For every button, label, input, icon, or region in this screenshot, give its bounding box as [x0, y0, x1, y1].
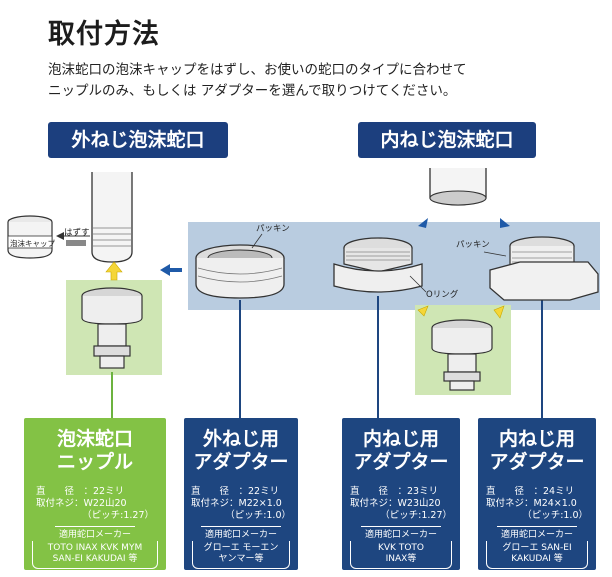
oring-label: Oリング: [426, 290, 459, 300]
makers-list: TOTO INAX KVK MYM SAN-EI KAKUDAI 等: [32, 541, 158, 569]
spec-diameter: 直 径 ：22ミリ: [191, 486, 280, 497]
card-inner-thread-adapter-23: 内ねじ用 アダプター 直 径 ：23ミリ 取付ネジ：W23山20 （ピッチ:1.…: [342, 418, 460, 570]
intro-text: 泡沫蛇口の泡沫キャップをはずし、お使いの蛇口のタイプに合わせて ニップルのみ、も…: [48, 60, 467, 102]
outer-thread-faucet-icon: [91, 172, 133, 263]
section-label-inner-thread: 内ねじ泡沫蛇口: [358, 122, 536, 158]
yellow-arrow-icon-2: [493, 305, 505, 319]
card-name-line-2: アダプター: [489, 451, 585, 473]
inner-thread-faucet-icon: [429, 168, 487, 206]
card-specs: 直 径 ：23ミリ 取付ネジ：W23山20 （ピッチ:1.27）: [350, 486, 452, 522]
makers-list: KVK TOTO INAX等: [350, 541, 452, 569]
makers-label: 適用蛇口メーカー: [496, 526, 577, 540]
makers-line-1: グローエ モーエン: [203, 543, 279, 553]
diagonal-arrow-icon-1: [418, 218, 428, 228]
foam-nipple-icon: [81, 287, 143, 369]
card-name-line-2: ニップル: [56, 451, 133, 473]
makers-line-2: ヤンマー等: [218, 554, 264, 564]
card-name: 内ねじ用 アダプター: [478, 428, 596, 474]
card-name-line-1: 内ねじ用: [498, 428, 575, 450]
page-title: 取付方法: [48, 19, 160, 50]
card-specs: 直 径 ：24ミリ 取付ネジ：M24×1.0 （ピッチ:1.0）: [486, 486, 588, 522]
makers-line-1: KVK TOTO: [378, 543, 424, 553]
card-specs: 直 径 ：22ミリ 取付ネジ：M22×1.0 （ピッチ:1.0）: [191, 486, 291, 522]
card-name-line-1: 内ねじ用: [362, 428, 439, 450]
foam-cap-label: 泡沫キャップ: [10, 239, 55, 248]
card-name-line-2: アダプター: [353, 451, 449, 473]
intro-line-2: ニップルのみ、もしくは アダプターを選んで取りつけてください。: [48, 83, 457, 99]
foam-nipple-icon-2: [431, 319, 493, 391]
packing-pointer-line: [251, 233, 263, 249]
oring-pointer-line: [409, 275, 427, 293]
spec-pitch: （ピッチ:1.27）: [82, 510, 154, 521]
card-inner-thread-adapter-24: 内ねじ用 アダプター 直 径 ：24ミリ 取付ネジ：M24×1.0 （ピッチ:1…: [478, 418, 596, 570]
card-name-line-1: 泡沫蛇口: [56, 428, 133, 450]
section-label-outer-thread: 外ねじ泡沫蛇口: [48, 122, 228, 158]
card-specs: 直 径 ：22ミリ 取付ネジ：W22山20 （ピッチ:1.27）: [36, 486, 154, 522]
makers-line-1: TOTO INAX KVK MYM: [47, 543, 143, 553]
card-name: 内ねじ用 アダプター: [342, 428, 460, 474]
packing-label: パッキン: [256, 224, 290, 234]
remove-arrow-icon: [56, 232, 90, 246]
spec-thread: 取付ネジ：M24×1.0: [486, 498, 577, 509]
spec-diameter: 直 径 ：22ミリ: [36, 486, 125, 497]
makers-line-2: KAKUDAI 等: [511, 554, 563, 564]
card-name-line-2: アダプター: [193, 451, 289, 473]
card-name: 外ねじ用 アダプター: [184, 428, 298, 474]
makers-label: 適用蛇口メーカー: [200, 526, 281, 540]
packing-label-2: パッキン: [456, 240, 490, 250]
makers-label: 適用蛇口メーカー: [360, 526, 441, 540]
makers-line-2: INAX等: [385, 554, 417, 564]
card-name: 泡沫蛇口 ニップル: [24, 428, 166, 474]
outer-thread-adapter-icon: [195, 244, 285, 299]
spec-pitch: （ピッチ:1.27）: [380, 510, 452, 521]
foam-cap-icon: [7, 215, 53, 259]
inner-thread-adapter-square-icon: [489, 236, 599, 301]
spec-pitch: （ピッチ:1.0）: [522, 510, 588, 521]
card-foam-nipple: 泡沫蛇口 ニップル 直 径 ：22ミリ 取付ネジ：W22山20 （ピッチ:1.2…: [24, 418, 166, 570]
makers-line-1: グローエ SAN-EI: [502, 543, 572, 553]
inner-thread-adapter-oring-icon: [333, 237, 423, 293]
card-name-line-1: 外ねじ用: [202, 428, 279, 450]
spec-thread: 取付ネジ：W23山20: [350, 498, 441, 509]
spec-diameter: 直 径 ：23ミリ: [350, 486, 439, 497]
yellow-arrow-icon-1: [417, 305, 429, 317]
makers-line-2: SAN-EI KAKUDAI 等: [52, 554, 138, 564]
left-arrow-icon: [160, 264, 182, 276]
packing-pointer-line-2: [483, 251, 507, 257]
intro-line-1: 泡沫蛇口の泡沫キャップをはずし、お使いの蛇口のタイプに合わせて: [48, 62, 467, 78]
spec-diameter: 直 径 ：24ミリ: [486, 486, 575, 497]
makers-list: グローエ モーエン ヤンマー等: [192, 541, 290, 569]
spec-pitch: （ピッチ:1.0）: [225, 510, 291, 521]
spec-thread: 取付ネジ：M22×1.0: [191, 498, 282, 509]
makers-label: 適用蛇口メーカー: [54, 526, 135, 540]
card-outer-thread-adapter: 外ねじ用 アダプター 直 径 ：22ミリ 取付ネジ：M22×1.0 （ピッチ:1…: [184, 418, 298, 570]
up-arrow-icon: [105, 261, 123, 281]
spec-thread: 取付ネジ：W22山20: [36, 498, 127, 509]
makers-list: グローエ SAN-EI KAKUDAI 等: [486, 541, 588, 569]
diagonal-arrow-icon-2: [500, 218, 510, 228]
remove-label: はずす: [64, 228, 90, 238]
